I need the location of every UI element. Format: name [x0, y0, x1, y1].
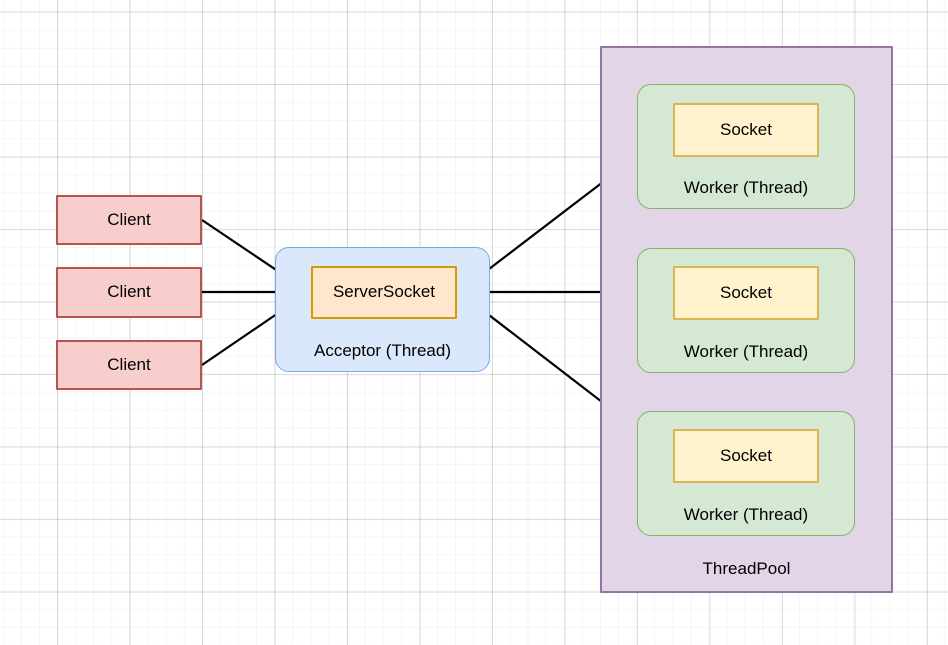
client-node-3-label: Client: [107, 354, 151, 374]
socket-node-2[interactable]: Socket: [673, 266, 819, 320]
socket-node-1[interactable]: Socket: [673, 103, 819, 157]
serversocket-label: ServerSocket: [332, 282, 436, 302]
worker-node-2-label: Worker (Thread): [683, 342, 809, 362]
client-node-3[interactable]: Client: [56, 340, 202, 390]
serversocket-node[interactable]: ServerSocket: [311, 266, 457, 319]
socket-node-3-label: Socket: [720, 445, 772, 465]
worker-node-1-label: Worker (Thread): [683, 178, 809, 198]
socket-node-2-label: Socket: [720, 282, 772, 302]
worker-node-3-label: Worker (Thread): [683, 505, 809, 525]
acceptor-label: Acceptor (Thread): [314, 341, 451, 361]
socket-node-1-label: Socket: [720, 119, 772, 139]
threadpool-label: ThreadPool: [702, 559, 791, 579]
client-node-2[interactable]: Client: [56, 267, 202, 318]
client-node-2-label: Client: [107, 282, 151, 302]
client-node-1-label: Client: [107, 209, 151, 229]
socket-node-3[interactable]: Socket: [673, 429, 819, 483]
client-node-1[interactable]: Client: [56, 195, 202, 245]
